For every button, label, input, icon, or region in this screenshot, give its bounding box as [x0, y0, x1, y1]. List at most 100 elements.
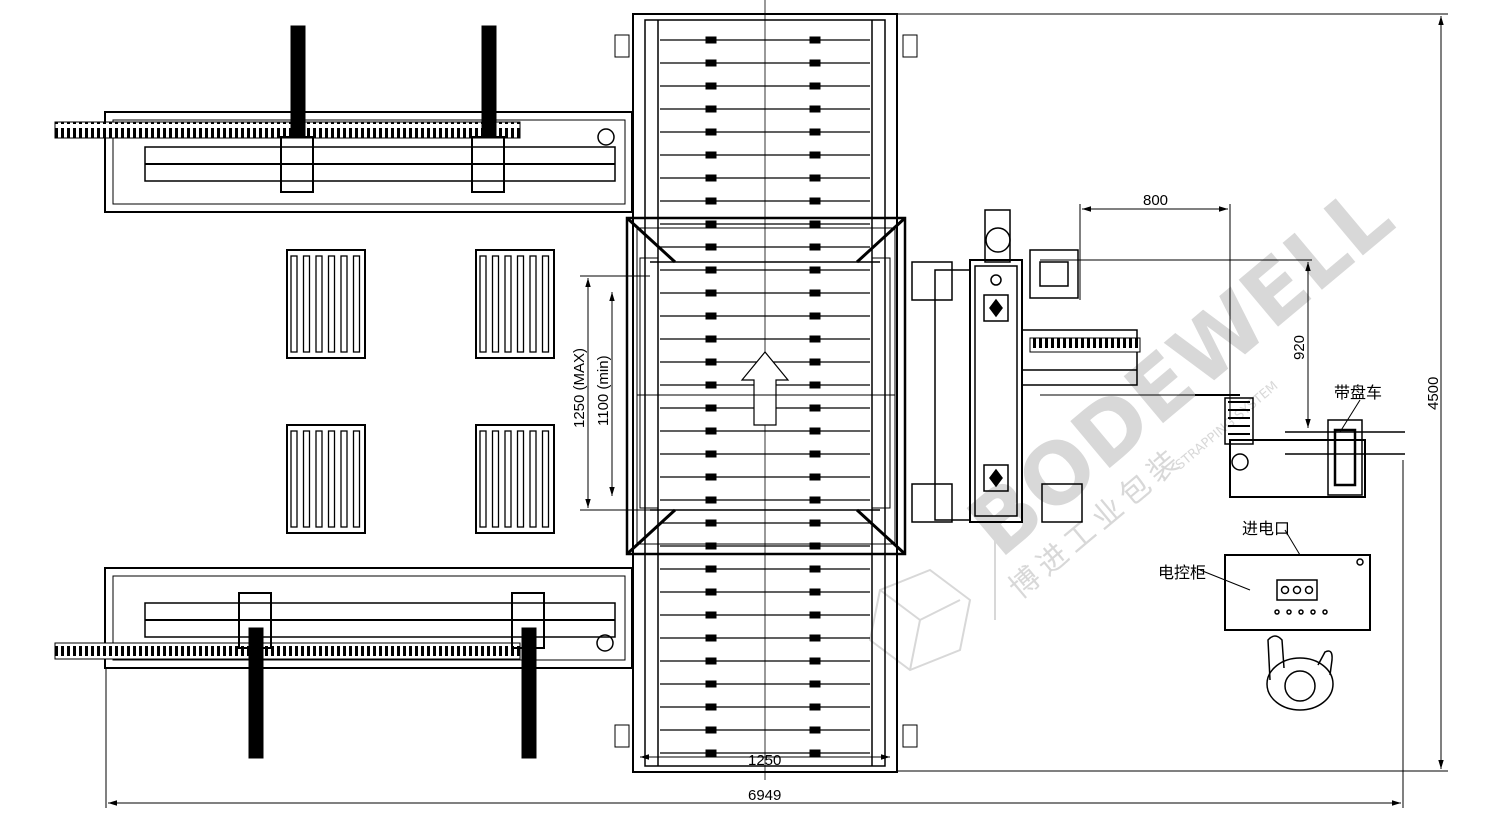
clamp-pad-slat [290, 255, 298, 353]
roller-bearing [705, 473, 717, 481]
label-power-inlet: 进电口 [1242, 519, 1290, 538]
roller-bearing [705, 266, 717, 274]
label-strap-dispenser: 带盘车 [1334, 383, 1382, 402]
dim-total-width: 6949 [748, 787, 781, 804]
roller-bearing [809, 634, 821, 642]
watermark-logo-icon [868, 540, 996, 672]
clamp-pad-slat [504, 255, 512, 353]
roller-bearing [809, 381, 821, 389]
roller-bearing [809, 703, 821, 711]
clamp-pad-slat [352, 430, 361, 528]
roller-bearing [705, 128, 717, 136]
control-cabinet [1199, 529, 1371, 631]
chain-drag [54, 642, 521, 660]
roller-bearing [705, 726, 717, 734]
clamp-pad-slat [315, 255, 323, 353]
roller-bearing [705, 358, 717, 366]
roller-bearing [809, 36, 821, 44]
clamp-pad [286, 424, 366, 534]
clamp-pad-slat [315, 430, 323, 528]
clamp-pad-slat [327, 430, 336, 528]
transport-direction-arrow-icon [740, 351, 790, 426]
clamp-pad [475, 249, 555, 359]
roller-bearing [809, 726, 821, 734]
operator-icon [1266, 635, 1334, 711]
roller-bearing [809, 358, 821, 366]
roller-bearing [809, 243, 821, 251]
track-inner-frame [112, 575, 626, 661]
roller-bearing [809, 174, 821, 182]
roller-bearing [809, 427, 821, 435]
clamp-pad-slat [352, 255, 361, 353]
roller-bearing [809, 496, 821, 504]
watermark: BODEWELL STRAPPING SYSTEM 博进工业包装 [868, 166, 1411, 672]
roller-bearing [705, 36, 717, 44]
clamp-pad-slat [491, 430, 500, 528]
label-control-cabinet: 电控柜 [1158, 563, 1206, 582]
roller-bearing [705, 243, 717, 251]
dim-920: 920 [1291, 335, 1308, 360]
track-inner-frame [112, 119, 626, 205]
roller-bearing [809, 404, 821, 412]
roller-bearing [809, 105, 821, 113]
roller-bearing [705, 197, 717, 205]
clamp-pad-slat [541, 255, 550, 353]
roller-bearing [809, 289, 821, 297]
roller-bearing [705, 611, 717, 619]
clamp-pad-frame [475, 249, 555, 359]
roller-bearing [809, 312, 821, 320]
clamp-pad-frame [475, 424, 555, 534]
clamp-pad-slat [516, 255, 525, 353]
carriage [280, 136, 314, 193]
clamp-pad-slat [479, 430, 487, 528]
chain-drag [54, 121, 521, 139]
gripper-arm [248, 627, 264, 759]
roller-bearing [705, 519, 717, 527]
clamp-pad-slat [302, 255, 311, 353]
strapping-head [911, 209, 1200, 523]
roller-bearing [705, 542, 717, 550]
roller-bearing [809, 59, 821, 67]
strapping-arch [625, 216, 907, 556]
roller-bearing [705, 565, 717, 573]
side-transfer-tracks [54, 25, 633, 759]
strap-dispenser [1195, 394, 1405, 498]
roller-bearing [705, 381, 717, 389]
dim-min-width: 1100 (min) [595, 355, 612, 426]
clamp-pad-frame [286, 249, 366, 359]
clamp-pad [286, 249, 366, 359]
carriage [471, 136, 505, 193]
clamp-pad-slat [529, 255, 537, 353]
clamp-pad-slat [302, 430, 311, 528]
track-hole [596, 634, 614, 652]
roller-bearing [705, 749, 717, 757]
clamp-pad [475, 424, 555, 534]
clamp-pad-slat [327, 255, 336, 353]
clamp-pad-slat [340, 255, 348, 353]
lower-transfer-track [54, 567, 633, 759]
watermark-brand: BODEWELL [950, 166, 1411, 575]
roller-bearing [809, 611, 821, 619]
roller-bearing [809, 473, 821, 481]
clamp-pad-slat [516, 430, 525, 528]
roller-bearing [705, 427, 717, 435]
roller-bearing [809, 519, 821, 527]
dim-total-height: 4500 [1425, 377, 1442, 410]
roller-bearing [705, 312, 717, 320]
roller-bearing [809, 588, 821, 596]
clamp-pad-slat [504, 430, 512, 528]
clamp-pad-slat [479, 255, 487, 353]
roller-bearing [705, 335, 717, 343]
track-frame [104, 567, 633, 669]
roller-bearing [705, 289, 717, 297]
roller-bearing [705, 588, 717, 596]
clamp-pad-slat [541, 430, 550, 528]
roller-bearing [705, 657, 717, 665]
roller-bearing [705, 82, 717, 90]
roller-bearing [809, 197, 821, 205]
roller-bearing [809, 128, 821, 136]
gripper-arm [290, 25, 306, 137]
clamp-pad-slat [491, 255, 500, 353]
roller-bearing [705, 59, 717, 67]
